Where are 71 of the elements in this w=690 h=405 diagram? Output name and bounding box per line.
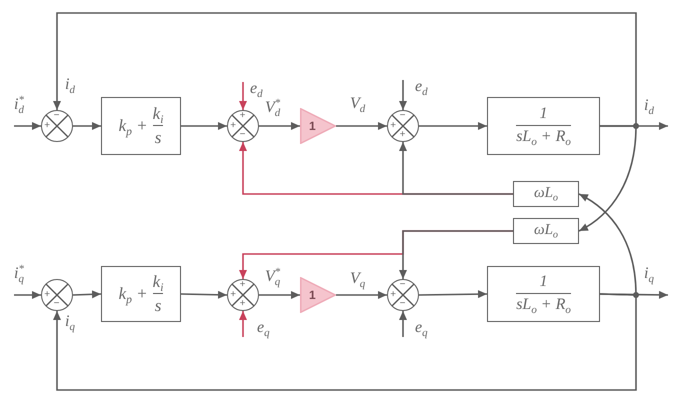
- signal-arrow: [419, 122, 487, 130]
- signal-arrow: [239, 311, 247, 337]
- formula-text: s: [154, 128, 162, 148]
- signal-arrow: [181, 122, 227, 130]
- signal-arrow: [73, 122, 101, 130]
- formula-text: 1: [539, 273, 548, 292]
- controller-box: [101, 97, 181, 155]
- signal-label: V$_{d}$: [349, 95, 366, 113]
- summing-junction: [41, 110, 73, 142]
- junction-sign: +: [390, 120, 396, 130]
- signal-arrow: [259, 291, 300, 299]
- signal-arrow: [399, 80, 407, 110]
- signal-arrow: [336, 122, 387, 130]
- signal-arrow: [259, 122, 300, 130]
- formula-text: k$_{p}$ +: [118, 116, 148, 136]
- signal-arrow: [336, 291, 387, 299]
- formula-text: ωL$_{o}$: [534, 185, 558, 203]
- controller-box: [101, 266, 181, 322]
- summing-junction: [227, 110, 259, 142]
- transfer-function-box: [487, 97, 600, 155]
- junction-sign: +: [230, 290, 236, 300]
- junction-sign: +: [390, 290, 396, 300]
- signal-label: i$_{q}$: [64, 313, 76, 331]
- coupling-gain-box: [513, 218, 579, 244]
- junction-sign: +: [240, 111, 246, 122]
- summing-junction: [227, 279, 259, 311]
- signal-label: i$_{d}$: [643, 97, 655, 115]
- signal-arrow: [14, 291, 41, 299]
- junction-sign: −: [400, 280, 406, 290]
- summing-junction: [387, 110, 419, 142]
- gain-value: 1: [309, 289, 316, 301]
- signal-arrow: [578, 193, 637, 296]
- signal-label: i$_{d}$: [64, 76, 76, 94]
- transfer-function-box: [487, 266, 600, 322]
- signal-arrow: [600, 290, 668, 299]
- formula-text: sL$_{o}$ + R$_{o}$: [516, 296, 571, 315]
- gain-triangle: [300, 108, 336, 144]
- signal-label: V$_{q}$: [349, 270, 366, 288]
- formula-text: 1: [539, 105, 548, 124]
- signal-arrow: [399, 311, 407, 337]
- junction-sign: +: [240, 298, 246, 309]
- signal-arrow: [418, 290, 488, 298]
- signal-label: i$_{q}$: [643, 265, 655, 283]
- gain-triangle: [300, 277, 336, 313]
- junction-sign: −: [54, 298, 60, 309]
- formula-text: k$_{i}$: [152, 104, 164, 124]
- junction-sign: −: [54, 111, 60, 122]
- signal-arrow: [72, 290, 102, 298]
- junction-sign: −: [400, 298, 406, 309]
- signal-arrow: [239, 82, 247, 110]
- formula-text: sL$_{o}$ + R$_{o}$: [516, 128, 571, 147]
- signal-arrow: [578, 125, 637, 232]
- junction-sign: +: [44, 290, 50, 300]
- signal-arrow: [399, 230, 513, 279]
- formula-text: k$_{i}$: [152, 272, 164, 292]
- junction-sign: +: [44, 120, 50, 130]
- gain-value: 1: [309, 120, 316, 132]
- summing-junction: [41, 279, 73, 311]
- signal-arrow: [399, 142, 513, 195]
- junction-sign: −: [240, 130, 246, 140]
- formula-text: ωL$_{o}$: [534, 222, 558, 240]
- junction-sign: −: [400, 111, 406, 122]
- summing-junction: [387, 279, 419, 311]
- signal-arrow: [180, 290, 228, 299]
- junction-sign: +: [230, 120, 236, 130]
- coupling-gain-box: [513, 181, 579, 207]
- junction-sign: +: [400, 130, 406, 140]
- signal-arrow: [14, 122, 41, 130]
- formula-text: k$_{p}$ +: [118, 284, 148, 304]
- junction-sign: +: [240, 280, 246, 290]
- formula-text: s: [154, 296, 162, 316]
